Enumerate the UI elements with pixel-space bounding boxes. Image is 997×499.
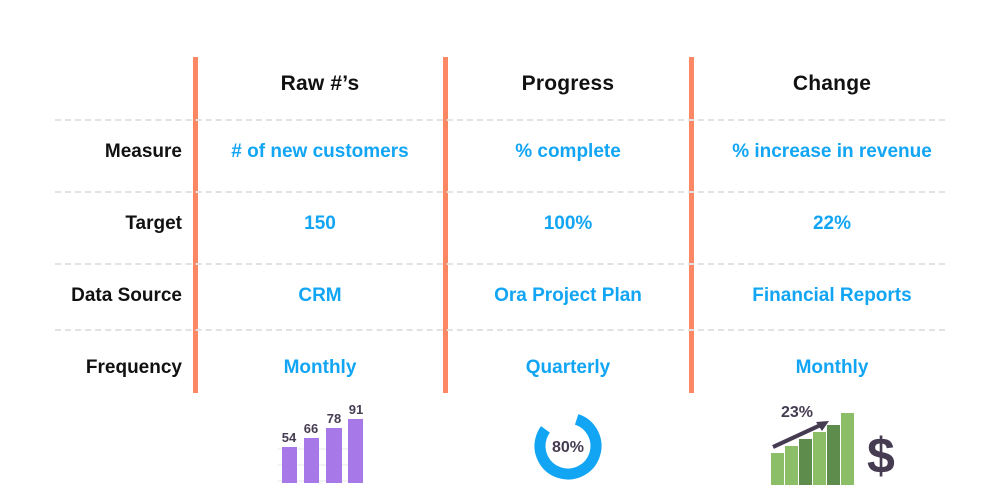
column-divider-2 (443, 57, 448, 393)
column-divider-1 (193, 57, 198, 393)
cell-measure-change: % increase in revenue (732, 141, 932, 162)
row-label-data-source: Data Source (71, 285, 182, 306)
column-header-progress: Progress (521, 72, 615, 95)
column-divider-3 (689, 57, 694, 393)
green-bar-1 (771, 452, 784, 485)
row-separator-4 (55, 329, 945, 331)
bar-label-2: 66 (304, 421, 318, 436)
bar-label-4: 91 (349, 403, 363, 417)
green-bar-6 (841, 412, 854, 485)
change-growth-chart-dollar-icon: 23% $ (694, 398, 970, 493)
row-label-target: Target (125, 213, 182, 234)
cell-target-progress: 100% (543, 213, 593, 234)
bar-2 (304, 437, 319, 483)
bar-4 (348, 418, 363, 483)
row-separator-1 (55, 119, 945, 121)
cell-target-raw-numbers: 150 (304, 213, 336, 234)
row-separator-3 (55, 263, 945, 265)
donut-chart-svg: 80% (534, 412, 602, 479)
green-bar-2 (785, 445, 798, 485)
column-header-raw-numbers: Raw #’s (280, 72, 360, 95)
donut-center-label: 80% (552, 439, 584, 456)
cell-data-source-raw-numbers: CRM (298, 285, 342, 306)
raw-numbers-bar-chart-icon: 54 66 78 91 (198, 398, 442, 493)
progress-donut-chart-icon: 80% (448, 398, 688, 493)
trend-arrow-head (816, 420, 829, 431)
bar-1 (282, 446, 297, 483)
bar-chart-svg: 54 66 78 91 (278, 403, 363, 483)
row-label-frequency: Frequency (85, 357, 182, 378)
green-bar-3 (799, 438, 812, 485)
cell-target-change: 22% (812, 213, 852, 234)
trend-arrow-line (772, 420, 826, 449)
bar-3 (326, 427, 342, 483)
bar-label-3: 78 (327, 411, 341, 426)
cell-measure-progress: % complete (515, 141, 621, 162)
growth-annotation-label: 23% (781, 404, 813, 421)
cell-data-source-change: Financial Reports (752, 285, 912, 306)
green-bar-5 (827, 424, 840, 485)
row-label-measure: Measure (104, 141, 182, 162)
cell-measure-raw-numbers: # of new customers (231, 141, 409, 162)
cell-frequency-progress: Quarterly (525, 357, 611, 378)
row-separator-2 (55, 191, 945, 193)
cell-data-source-progress: Ora Project Plan (494, 285, 642, 306)
cell-frequency-change: Monthly (795, 357, 869, 378)
dollar-sign-icon: $ (867, 428, 895, 484)
growth-chart-svg: 23% $ (771, 404, 895, 485)
bar-label-1: 54 (282, 430, 297, 445)
green-bar-4 (813, 431, 826, 485)
column-header-change: Change (792, 72, 872, 95)
cell-frequency-raw-numbers: Monthly (283, 357, 357, 378)
